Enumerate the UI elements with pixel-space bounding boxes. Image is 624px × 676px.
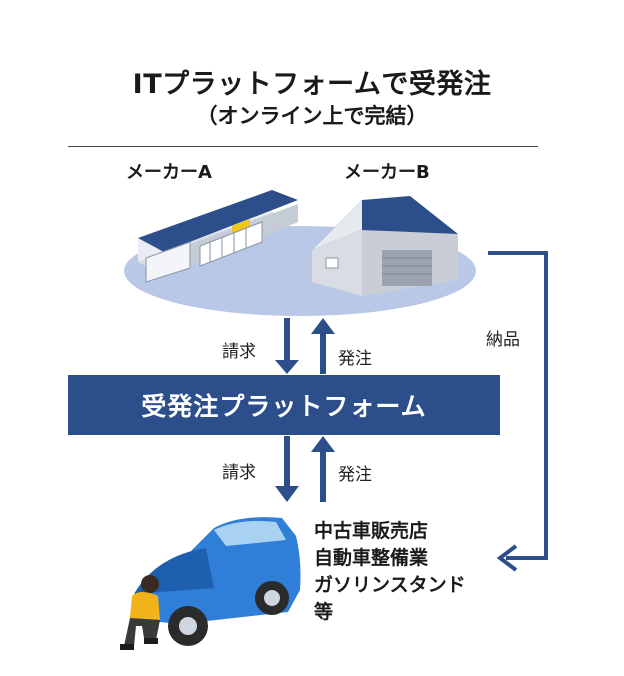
dealers-list: 中古車販売店 自動車整備業 ガソリンスタンド 等 [314,518,466,626]
mechanic-icon [120,575,160,650]
title-divider [68,146,538,147]
lower-invoice-arrowhead [275,486,299,502]
lower-invoice-arrow [284,436,290,490]
maker-b-label: メーカーB [344,162,430,183]
upper-order-arrow [320,330,326,374]
upper-invoice-arrowhead [275,360,299,374]
lower-order-arrowhead [311,436,335,452]
diagram-subtitle: （オンライン上で完結） [196,104,428,128]
upper-order-arrowhead [311,318,335,334]
diagram-title: ITプラットフォームで受発注 [132,69,492,100]
upper-order-label: 発注 [338,349,372,369]
platform-label: 受発注プラットフォーム [141,392,427,421]
dealer-line: 中古車販売店 [314,520,429,542]
upper-invoice-arrow [284,318,290,364]
dealer-line: 等 [314,601,334,623]
delivery-arrowhead [496,544,518,572]
dealer-line: ガソリンスタンド [314,574,466,596]
lower-order-label: 発注 [338,465,372,485]
platform-banner: 受発注プラットフォーム [68,375,500,435]
maker-b-building-icon [312,196,458,296]
upper-invoice-label: 請求 [222,342,256,362]
delivery-arrow [488,251,548,560]
maker-a-building-icon [138,190,298,283]
car-icon [134,517,301,646]
maker-a-label: メーカーA [126,162,212,183]
dealer-line: 自動車整備業 [314,547,429,569]
lower-order-arrow [320,448,326,502]
lower-invoice-label: 請求 [222,463,256,483]
delivery-label: 納品 [486,330,520,350]
